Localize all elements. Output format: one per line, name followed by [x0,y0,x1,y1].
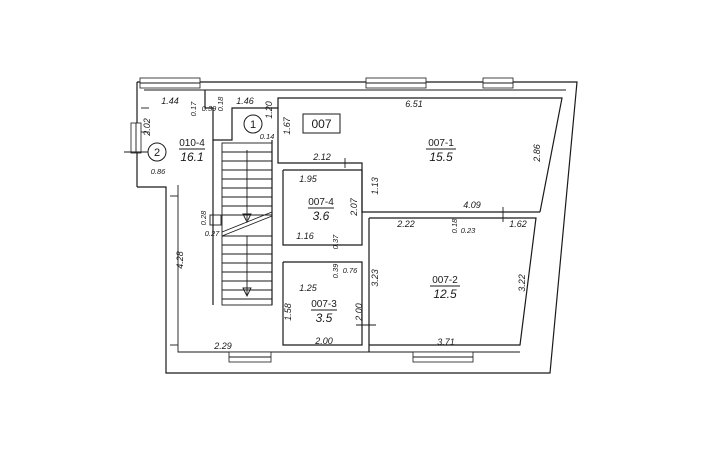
dim-label: 1.16 [296,231,314,241]
dim-label: 0.76 [343,266,358,275]
dim-label: 0.18 [450,218,459,233]
dim-label: 2.29 [213,341,232,351]
dimension-ticks [141,107,178,346]
mark-1: 1 [243,114,263,134]
dim-label: 2.00 [314,336,333,346]
dim-label: 0.39 [202,104,217,113]
unit-label: 007 [311,117,331,131]
dim-label: 0.86 [151,167,166,176]
dim-label: 4.09 [463,200,481,210]
dim-label: 2.86 [532,144,542,163]
dimension-labels: 1.44 0.17 0.39 0.18 1.46 1.20 0.14 1.67 … [142,96,542,351]
dim-label: 1.95 [299,174,318,184]
staircase [221,142,273,306]
dim-label: 0.17 [189,101,198,116]
dim-label: 1.46 [236,96,254,106]
dim-label: 0.14 [260,132,275,141]
room-010-4: 010-4 16.1 [179,138,205,164]
dim-label: 2.07 [349,197,359,217]
windows [124,77,514,363]
dim-label: 2.02 [142,118,152,137]
room-007-2: 007-2 12.5 [430,275,460,301]
dim-label: 0.39 [331,263,340,278]
mark-2-label: 2 [154,147,160,159]
room-id-007-4: 007-4 [308,197,334,208]
dim-label: 3.71 [437,337,455,347]
dim-label: 0.28 [199,210,208,225]
dim-label: 1.20 [264,101,274,119]
dim-label: 3.22 [517,274,527,292]
dim-label: 2.22 [396,219,415,229]
mark-2: 2 [147,142,167,162]
room-id-007-2: 007-2 [432,275,458,286]
room-id-010-4: 010-4 [179,138,205,149]
room-area-010-4: 16.1 [180,150,203,164]
room-007-4: 007-4 3.6 [308,197,334,223]
dim-label: 3.23 [370,269,380,287]
dim-label: 1.25 [299,283,318,293]
dim-label: 0.18 [216,96,225,111]
room-id-007-3: 007-3 [311,299,337,310]
dim-label: 1.62 [509,219,527,229]
dim-label: 1.13 [370,177,380,195]
dim-label: 1.67 [282,116,292,135]
unit-label-box [302,113,341,134]
dim-label: 1.44 [161,96,179,106]
room-area-007-4: 3.6 [313,209,330,223]
room-area-007-2: 12.5 [433,287,457,301]
dim-label: 0.23 [461,226,476,235]
room-id-007-1: 007-1 [428,138,454,149]
dim-label: 2.12 [312,152,331,162]
dim-label: 6.51 [405,99,423,109]
room-area-007-3: 3.5 [316,311,333,325]
dim-label: 2.00 [354,303,364,322]
dim-label: 0.27 [205,229,220,238]
room-007-1: 007-1 15.5 [426,138,456,164]
dim-label: 1.58 [283,303,293,321]
room-007-3: 007-3 3.5 [311,299,337,325]
dim-label: 0.37 [331,234,340,249]
room-area-007-1: 15.5 [429,150,453,164]
mark-1-label: 1 [250,119,256,131]
dim-label: 4.28 [175,251,185,269]
